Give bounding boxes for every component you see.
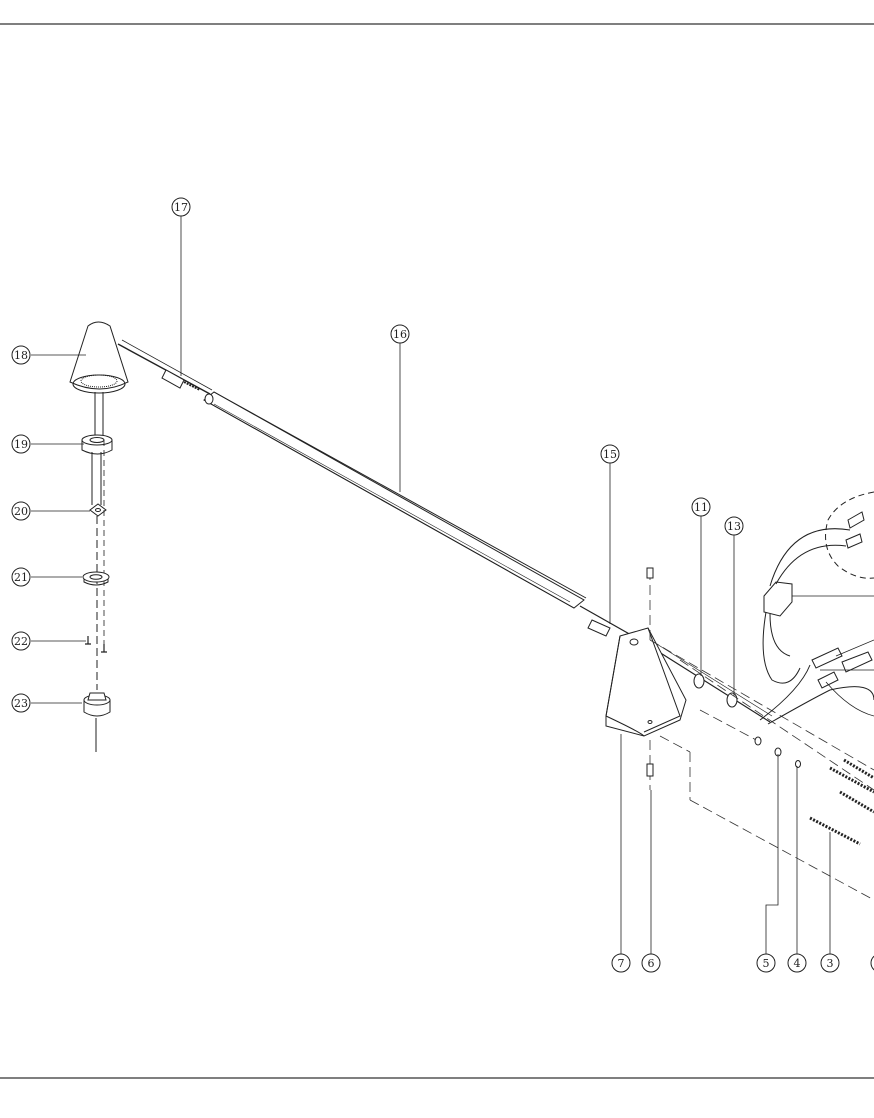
callout-label: 7 <box>618 957 625 970</box>
callout-circle <box>787 953 807 973</box>
wall-box <box>605 627 687 737</box>
callout-circle <box>641 953 661 973</box>
callout-5: 5 <box>756 953 776 973</box>
callout-13: 13 <box>724 516 744 536</box>
callout-circle <box>724 516 744 536</box>
callout-label: 13 <box>727 520 741 533</box>
callout-circle <box>11 631 31 651</box>
tube-connector <box>587 619 611 637</box>
arm-tube <box>203 391 585 609</box>
callout-22: 22 <box>11 631 31 651</box>
callout-label: 18 <box>14 349 28 362</box>
washer-11 <box>693 673 705 689</box>
callout-circle <box>390 324 410 344</box>
callout-label: 20 <box>14 505 28 518</box>
callout-20: 20 <box>11 501 31 521</box>
callout-label: 19 <box>14 438 28 451</box>
callout-circle <box>11 345 31 365</box>
callout-circle <box>11 567 31 587</box>
small-screw <box>85 636 91 645</box>
callout-18: 18 <box>11 345 31 365</box>
callout-circle <box>756 953 776 973</box>
wire-connector <box>161 369 185 389</box>
projection-lines <box>649 570 874 901</box>
wall-screws <box>809 758 874 955</box>
callout-label: 4 <box>794 957 801 970</box>
callout-circle <box>691 497 711 517</box>
callout-label: 23 <box>14 697 28 710</box>
partial-callout <box>870 955 874 971</box>
callout-circle <box>171 197 191 217</box>
callout-label: 17 <box>174 201 188 214</box>
callout-23: 23 <box>11 693 31 713</box>
small-washers <box>754 736 801 768</box>
callout-circle <box>11 501 31 521</box>
callout-16: 16 <box>390 324 410 344</box>
callout-19: 19 <box>11 434 31 454</box>
callout-circle <box>611 953 631 973</box>
arm-assembly <box>117 339 773 723</box>
callout-label: 11 <box>694 501 708 514</box>
callout-17: 17 <box>171 197 191 217</box>
callout-label: 15 <box>603 448 617 461</box>
wiring-assembly <box>759 491 874 725</box>
lamp-shade <box>69 321 129 390</box>
callout-11: 11 <box>691 497 711 517</box>
callout-group: 17 16 18 19 20 21 22 23 15 11 13 7 6 5 4 3 <box>11 197 840 973</box>
leader-lines <box>31 216 798 955</box>
transformer <box>763 581 793 617</box>
spring-washer <box>82 571 110 583</box>
callout-3: 3 <box>820 953 840 973</box>
callout-4: 4 <box>787 953 807 973</box>
callout-7: 7 <box>611 953 631 973</box>
dowel-pins <box>646 567 654 777</box>
callout-6: 6 <box>641 953 661 973</box>
callout-label: 21 <box>14 571 28 584</box>
callout-circle <box>600 444 620 464</box>
callout-15: 15 <box>600 444 620 464</box>
lamp-head-assembly <box>69 321 129 752</box>
square-nut <box>89 503 107 517</box>
shade-rim <box>72 374 126 394</box>
callout-21: 21 <box>11 567 31 587</box>
callout-label: 22 <box>14 635 28 648</box>
callout-circle <box>11 693 31 713</box>
callout-label: 5 <box>763 957 770 970</box>
callout-circle <box>820 953 840 973</box>
callout-circle <box>11 434 31 454</box>
callout-label: 16 <box>393 328 407 341</box>
callout-label: 3 <box>827 957 834 970</box>
callout-label: 6 <box>648 957 655 970</box>
shade-grille <box>80 374 118 388</box>
